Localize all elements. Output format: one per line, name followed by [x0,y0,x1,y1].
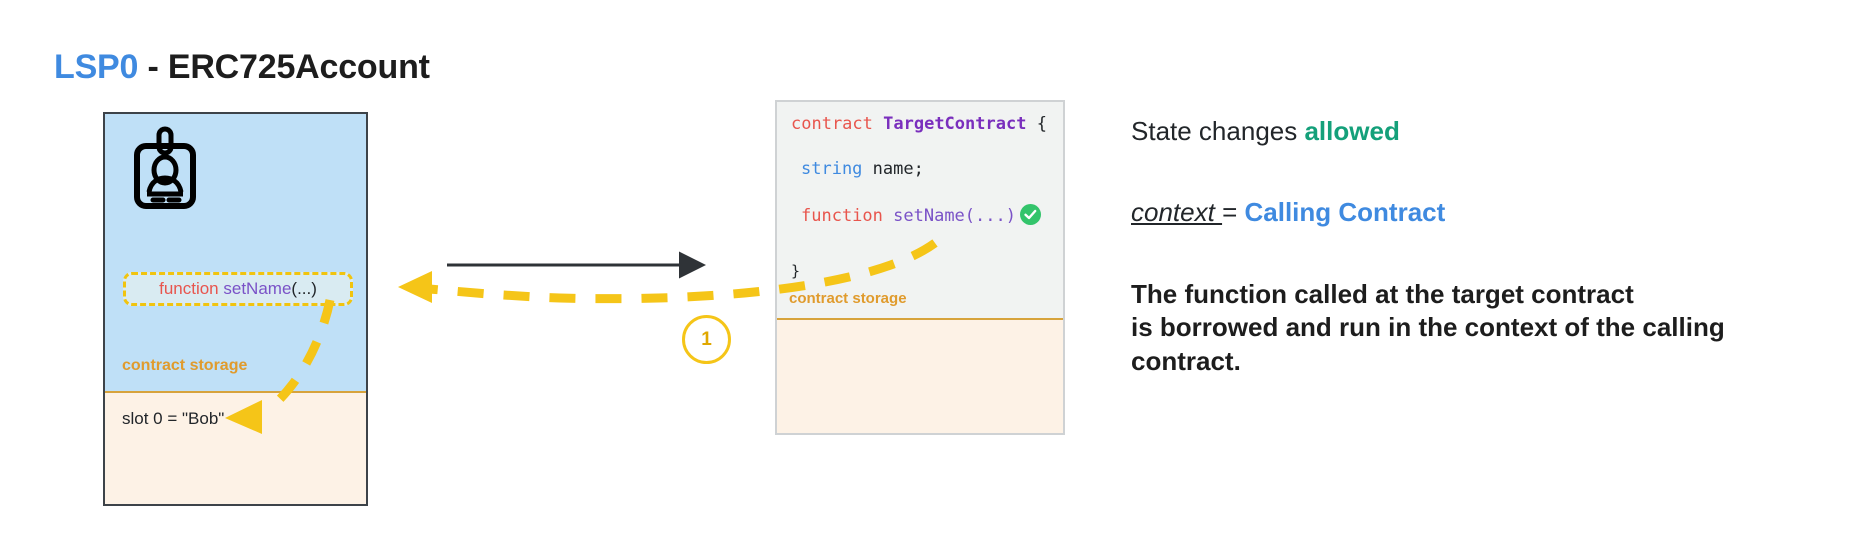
explanation-line-1: The function called at the target contra… [1131,279,1634,309]
return-arrow-head [398,271,432,303]
page-title: LSP0 - ERC725Account [54,48,430,87]
lsp0-card-body: function setName(...) contract storage [105,114,366,391]
state-var-name: name; [872,159,924,179]
function-keyword: function [801,206,883,226]
explanation-line-2: is borrowed and run in the context of th… [1131,312,1725,343]
context-note: context = Calling Contract [1131,197,1445,228]
function-args: (...) [291,279,317,298]
function-name: setName [223,279,292,298]
step-badge-1: 1 [682,315,731,364]
context-word: context [1131,197,1223,227]
target-contract-code: contract TargetContract { string name; f… [777,102,1063,318]
lsp0-storage-area: slot 0 = "Bob" [105,391,366,504]
lsp0-account-card: function setName(...) contract storage s… [103,112,368,506]
context-equals: = [1222,197,1245,227]
context-value: Calling Contract [1244,197,1446,227]
title-prefix: LSP0 [54,48,139,86]
explanation-paragraph: The function called at the target contra… [1131,278,1725,378]
function-keyword: function [159,279,219,298]
id-badge-icon [129,126,201,212]
lsp0-storage-label: contract storage [122,357,248,374]
code-line-function: function setName(...) [801,204,1041,226]
target-contract-card: contract TargetContract { string name; f… [775,100,1065,435]
title-suffix: - ERC725Account [138,48,430,86]
target-storage-area [777,318,1063,433]
target-function-name: setName(...) [893,206,1016,226]
code-line-state-var: string name; [801,159,924,179]
state-changes-prefix: State changes [1131,116,1305,146]
contract-name: TargetContract [883,114,1027,134]
explanation-line-3: contract. [1131,345,1241,376]
state-changes-value: allowed [1304,116,1400,146]
lsp0-storage-slot: slot 0 = "Bob" [122,409,225,428]
lsp0-function-row[interactable]: function setName(...) [123,272,353,306]
code-line-close-brace: } [791,262,801,280]
open-brace: { [1036,114,1047,134]
code-line-declaration: contract TargetContract { [791,114,1047,134]
target-storage-label: contract storage [789,290,907,307]
type-keyword: string [801,159,863,179]
contract-keyword: contract [791,114,873,134]
state-changes-note: State changes allowed [1131,116,1400,147]
check-icon [1019,204,1041,225]
